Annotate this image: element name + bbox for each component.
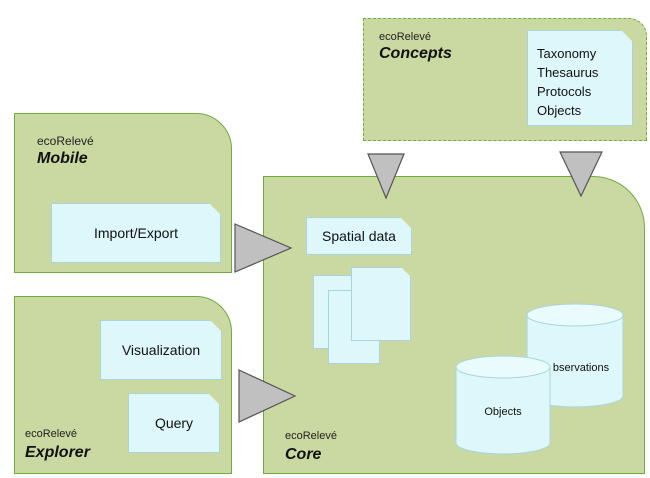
concepts-to-observations-arrow-icon — [559, 151, 603, 198]
observations-database-icon — [526, 303, 624, 408]
concepts-list-doc: Taxonomy Thesaurus Protocols Objects — [527, 30, 633, 126]
import-export-doc: Import/Export — [51, 203, 221, 263]
explorer-brand: ecoRelevé — [25, 428, 77, 440]
mobile-to-core-arrow-icon — [234, 223, 293, 273]
concept-item-objects: Objects — [537, 103, 582, 118]
explorer-title: Explorer — [25, 444, 90, 461]
objects-label: Objects — [484, 406, 522, 418]
query-doc: Query — [128, 393, 220, 453]
concepts-title: Concepts — [379, 45, 452, 62]
concept-item-thesaurus: Thesaurus — [537, 65, 599, 80]
concepts-to-core-arrow-icon — [367, 153, 405, 200]
concept-item-taxonomy: Taxonomy — [537, 46, 597, 61]
mobile-title: Mobile — [37, 150, 88, 167]
visualization-doc: Visualization — [100, 320, 222, 380]
spatial-data-doc: Spatial data — [306, 217, 412, 255]
concept-item-protocols: Protocols — [537, 84, 592, 99]
document-stack-sheet-front — [351, 267, 411, 341]
mobile-brand: ecoRelevé — [37, 134, 94, 148]
objects-database-icon — [455, 355, 551, 455]
concepts-brand: ecoRelevé — [379, 31, 431, 43]
core-title: Core — [285, 446, 322, 463]
core-brand: ecoRelevé — [285, 430, 337, 442]
core-to-explorer-arrow-icon — [238, 369, 297, 423]
observations-label: bservations — [552, 362, 610, 374]
